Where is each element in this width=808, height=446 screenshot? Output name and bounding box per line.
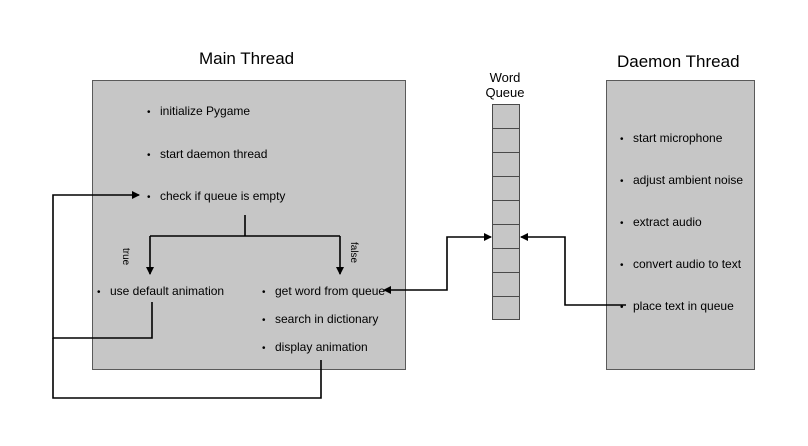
step-place-text-in-queue: place text in queue [620, 299, 734, 315]
queue-slot [493, 273, 519, 297]
queue-slot [493, 225, 519, 249]
queue-slot [493, 105, 519, 129]
queue-slot [493, 177, 519, 201]
queue-slot [493, 249, 519, 273]
word-queue [492, 104, 520, 320]
queue-slot [493, 153, 519, 177]
place-text-to-queue-arrow [520, 233, 626, 306]
step-initialize-pygame: initialize Pygame [147, 104, 250, 120]
step-start-daemon-thread: start daemon thread [147, 147, 267, 163]
word-queue-title-line1: Word [489, 70, 521, 85]
queue-slot [493, 129, 519, 153]
word-queue-title: Word Queue [480, 70, 530, 100]
step-use-default-animation: use default animation [97, 284, 224, 300]
step-start-microphone: start microphone [620, 131, 722, 147]
loop-default-to-check [52, 191, 153, 339]
branch-true-arrow [150, 235, 340, 274]
daemon-thread-title: Daemon Thread [617, 52, 740, 71]
step-adjust-ambient-noise: adjust ambient noise [620, 173, 743, 189]
queue-slot [493, 201, 519, 225]
step-display-animation: display animation [262, 340, 368, 356]
step-extract-audio: extract audio [620, 215, 702, 231]
step-check-queue-empty: check if queue is empty [147, 189, 285, 205]
main-thread-title: Main Thread [199, 49, 295, 68]
step-search-in-dictionary: search in dictionary [262, 312, 378, 328]
step-get-word-from-queue: get word from queue [262, 284, 385, 300]
step-convert-audio-to-text: convert audio to text [620, 257, 741, 273]
word-queue-title-line2: Queue [485, 85, 525, 100]
loop-display-to-check [52, 338, 322, 399]
queue-to-get-word-arrow [383, 233, 492, 294]
